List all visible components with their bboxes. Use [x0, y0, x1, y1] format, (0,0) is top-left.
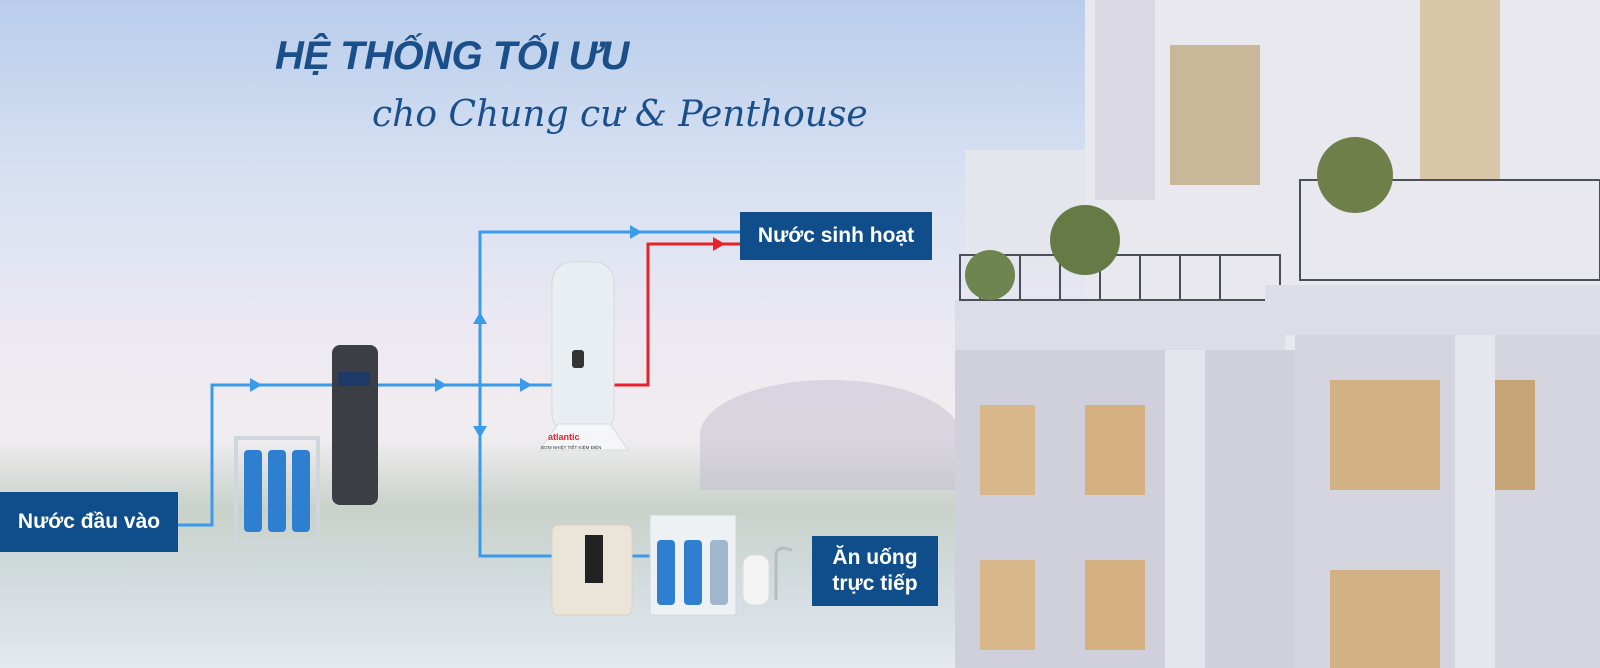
- inlet-water-label: Nước đầu vào: [0, 492, 178, 552]
- apartment-building-image: [955, 0, 1600, 668]
- heat-pump-water-heater: atlantic BƠM NHIỆT TIẾT KIỆM ĐIỆN: [539, 261, 629, 451]
- svg-text:BƠM NHIỆT TIẾT KIỆM ĐIỆN: BƠM NHIỆT TIẾT KIỆM ĐIỆN: [541, 443, 601, 450]
- water-ionizer: [551, 524, 633, 616]
- ro-purifier: [649, 514, 793, 616]
- cloud-background: [700, 380, 960, 490]
- arrow-right-icon: [250, 378, 262, 392]
- cold-pipe-inlet: [178, 383, 560, 527]
- arrow-right-icon: [520, 378, 532, 392]
- drinking-label-line1: Ăn uống: [832, 545, 918, 569]
- domestic-water-label: Nước sinh hoạt: [740, 212, 932, 260]
- hot-pipe: [600, 242, 740, 387]
- water-softener: [332, 345, 378, 505]
- cold-pipe-branch: [478, 230, 740, 385]
- arrow-right-icon: [630, 225, 642, 239]
- page-subtitle: cho Chung cư & Penthouse: [372, 94, 868, 135]
- drinking-water-label: Ăn uống trực tiếp: [812, 536, 938, 606]
- arrow-up-icon: [473, 312, 487, 324]
- arrow-down-icon: [473, 426, 487, 438]
- drinking-label-line2: trực tiếp: [832, 572, 918, 595]
- svg-text:atlantic: atlantic: [548, 432, 580, 442]
- page-title: HỆ THỐNG TỐI ƯU: [275, 34, 629, 78]
- arrow-right-icon: [435, 378, 447, 392]
- sediment-filter: [234, 436, 320, 544]
- arrow-right-icon: [713, 237, 725, 251]
- pipe-diagram: atlantic BƠM NHIỆT TIẾT KIỆM ĐIỆN: [178, 225, 793, 616]
